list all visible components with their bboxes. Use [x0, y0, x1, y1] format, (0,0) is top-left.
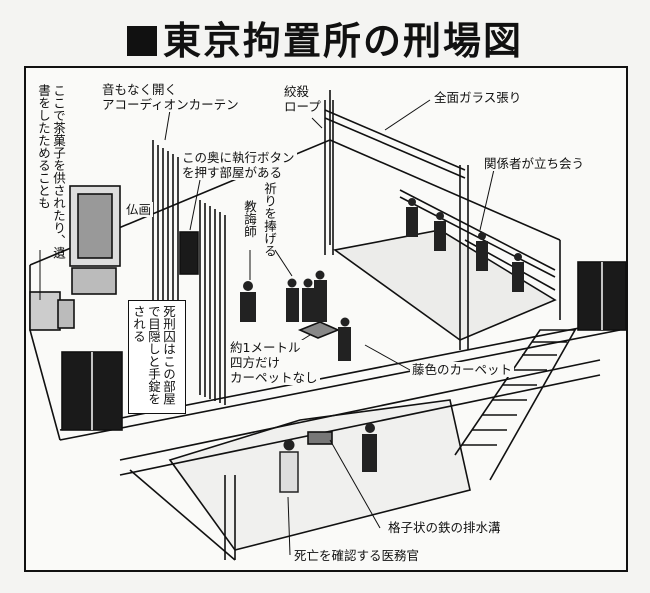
trapdoor — [297, 321, 341, 339]
accordion-curtain-label: 音もなく開く アコーディオンカーテン — [100, 82, 241, 112]
rope-beam — [324, 109, 466, 171]
prisoner-label: 死刑囚はこの部屋で目隠しと手錠をされる — [131, 305, 176, 405]
guard-figure-2 — [302, 278, 315, 322]
observer-figure-1 — [406, 198, 418, 237]
observation-rail — [399, 189, 556, 271]
title-text: 東京拘置所の刑場図 — [162, 19, 523, 63]
wisteria-carpet-label: 藤色のカーペット — [410, 362, 515, 377]
button-room-door — [179, 231, 199, 275]
rope-label: 絞殺 ロープ — [282, 84, 323, 114]
button-room-label: この奥に執行ボタン を押す部屋がある — [180, 150, 297, 180]
chair — [57, 299, 75, 329]
drain-grate — [307, 431, 333, 445]
prisoner-figure — [314, 270, 327, 322]
lower-guard-figure — [362, 423, 377, 472]
buddhist-painting-label: 仏画 — [124, 202, 154, 217]
lower-beam-top — [119, 359, 601, 461]
chaplain-label: 教誨師 — [242, 200, 257, 238]
prisoner-note-box: 死刑囚はこの部屋で目隠しと手錠をされる — [128, 300, 186, 414]
officials-label: 関係者が立ち会う — [482, 156, 587, 171]
medical-officer-label: 死亡を確認する医務官 — [292, 548, 422, 563]
observation-room-floor — [333, 229, 557, 341]
staircase — [454, 329, 577, 481]
title-square-icon — [126, 26, 157, 56]
tea-sweets-label: ここで茶菓子を供されたり、遺書をしたためることも — [36, 84, 66, 259]
carpet-square-label: 約1メートル 四方だけ カーペットなし — [228, 340, 320, 385]
observer-figure-2 — [434, 212, 446, 251]
drain-label: 格子状の鉄の排水溝 — [386, 520, 503, 535]
prayer-label: 祈りを捧げる — [262, 182, 277, 257]
altar — [71, 267, 117, 295]
glass-label: 全面ガラス張り — [432, 90, 524, 105]
accordion-curtain-right — [199, 200, 226, 405]
chaplain-figure — [240, 281, 256, 322]
medical-officer-figure — [279, 439, 299, 493]
guard-figure-3 — [338, 317, 351, 361]
desk — [29, 291, 61, 331]
observer-figure-3 — [476, 232, 488, 271]
accordion-curtain-left — [152, 140, 179, 310]
back-wall-right — [329, 139, 561, 241]
observer-figure-4 — [512, 253, 524, 292]
diagram-title: 東京拘置所の刑場図 — [0, 10, 650, 65]
guard-figure-1 — [286, 278, 299, 322]
